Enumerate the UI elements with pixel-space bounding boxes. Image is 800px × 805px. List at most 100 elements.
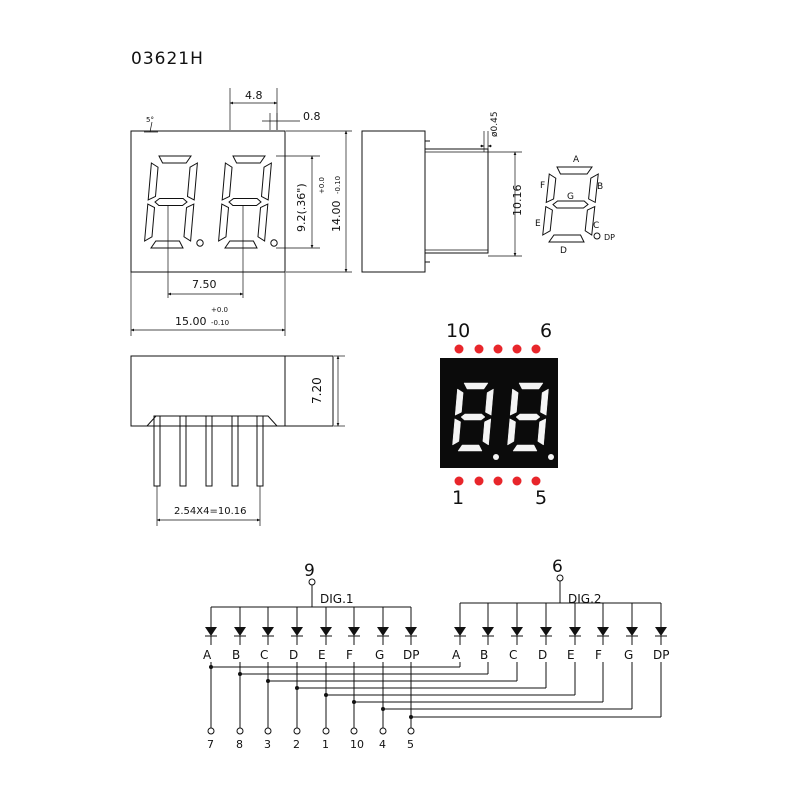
disp-d1-seg-f xyxy=(454,388,464,416)
schem-seg-label-d2: E xyxy=(567,648,575,662)
diode-d2-f xyxy=(597,627,609,636)
pin-pitch-dim: 2.54X4=10.16 xyxy=(174,506,247,517)
map-seg-d xyxy=(548,234,585,243)
diode-d2-b xyxy=(482,627,494,636)
disp-d1-seg-d xyxy=(457,444,483,452)
front-d1-seg-a xyxy=(158,155,192,164)
diode-d2-a xyxy=(454,627,466,636)
pin-dot-top xyxy=(454,344,464,354)
body-width-tol-plus: +0.0 xyxy=(211,306,228,314)
side-body-outline xyxy=(361,130,426,273)
schem-pin-number: 8 xyxy=(236,738,243,751)
display-digit-1 xyxy=(452,382,499,460)
disp-d2-seg-d xyxy=(512,444,538,452)
schem-seg-label-d1: F xyxy=(346,648,353,662)
pin-dot-top xyxy=(512,344,522,354)
pin-dot-bottom xyxy=(512,476,522,486)
pin-dot-bottom xyxy=(493,476,503,486)
schem-seg-label-d1: B xyxy=(232,648,240,662)
front-d1-seg-c xyxy=(183,203,195,242)
front-body-outline xyxy=(130,130,286,273)
front-digit-2 xyxy=(218,155,272,249)
disp-d1-seg-a xyxy=(463,382,489,390)
common-pin-1-label: 9 xyxy=(304,561,315,581)
seg-label-b: B xyxy=(597,182,603,192)
schem-seg-label-d2: C xyxy=(509,648,517,662)
schem-seg-label-d2: B xyxy=(480,648,488,662)
front-d1-seg-f xyxy=(147,162,159,201)
schem-pin-number: 3 xyxy=(264,738,271,751)
schem-seg-label-d1: C xyxy=(260,648,268,662)
seg-label-dp: DP xyxy=(604,233,615,242)
front-d2-seg-f xyxy=(221,162,233,201)
front-d2-seg-a xyxy=(232,155,266,164)
pin-dots-top xyxy=(454,344,541,354)
disp-d1-seg-g xyxy=(460,413,486,421)
diode-d1-f xyxy=(348,627,360,636)
front-d1-seg-d xyxy=(150,240,184,249)
schem-seg-label-d1: D xyxy=(289,648,298,662)
disp-d2-seg-g xyxy=(515,413,541,421)
diode-d1-d xyxy=(291,627,303,636)
schem-seg-label-d2: G xyxy=(624,648,633,662)
body-width-dim: 15.00 xyxy=(175,315,207,328)
pin-label-bottom-left: 1 xyxy=(452,487,464,509)
map-seg-f xyxy=(545,173,557,204)
front-d1-seg-e xyxy=(144,203,156,242)
schem-pin-terminal xyxy=(322,727,330,735)
front-dp-1 xyxy=(196,239,204,247)
front-d2-seg-g xyxy=(228,198,262,206)
digit-height-tol-minus: -0.10 xyxy=(334,176,342,194)
map-seg-g xyxy=(552,200,589,209)
schem-pin-number: 2 xyxy=(293,738,300,751)
pin-label-bottom-right: 5 xyxy=(535,487,547,509)
front-d1-seg-g xyxy=(154,198,188,206)
pitch-dim: 7.50 xyxy=(192,278,217,291)
schem-pin-terminal xyxy=(379,727,387,735)
segment-map-dp xyxy=(593,232,601,240)
schem-seg-label-d1: DP xyxy=(403,648,419,662)
digit-2-label: DIG.2 xyxy=(568,592,602,606)
diode-d2-c xyxy=(511,627,523,636)
front-digit-1 xyxy=(144,155,198,249)
disp-d2-seg-a xyxy=(518,382,544,390)
seg-label-e: E xyxy=(535,219,541,229)
pin-dot-top xyxy=(531,344,541,354)
schem-seg-label-d2: DP xyxy=(653,648,669,662)
schem-pin-number: 10 xyxy=(350,738,364,751)
pin-span-dim: 10.16 xyxy=(511,185,524,217)
disp-dp-2 xyxy=(548,454,554,460)
pinout-view: 10 6 1 5 xyxy=(440,320,558,509)
pin-dot-bottom xyxy=(531,476,541,486)
diode-d2-e xyxy=(569,627,581,636)
disp-d1-seg-c xyxy=(482,418,492,446)
schem-seg-label-d2: D xyxy=(538,648,547,662)
schem-pin-number: 4 xyxy=(379,738,386,751)
front-d2-seg-c xyxy=(257,203,269,242)
seg-label-g: G xyxy=(567,192,574,202)
disp-d1-seg-e xyxy=(452,418,461,446)
front-view: 5° 4.8 0.8 9.2(.36") +0.0 -0.10 14.00 7.… xyxy=(130,88,352,336)
schem-pin-number: 1 xyxy=(322,738,329,751)
schem-pin-terminal xyxy=(236,727,244,735)
side-pin-block xyxy=(424,148,489,254)
display-digit-2 xyxy=(507,382,554,460)
schem-pin-terminal xyxy=(207,727,215,735)
diode-d1-e xyxy=(320,627,332,636)
schem-seg-label-d1: G xyxy=(375,648,384,662)
schem-seg-label-d2: F xyxy=(595,648,602,662)
diode-d2-dp xyxy=(655,627,667,636)
map-seg-b xyxy=(588,173,599,204)
pin-dia-dim: ø0.45 xyxy=(490,111,500,137)
seg-label-d: D xyxy=(560,246,567,256)
diode-d1-dp xyxy=(405,627,417,636)
segment-map: A B C D E F G DP xyxy=(535,155,615,256)
schem-pin-terminal xyxy=(350,727,358,735)
side-view: ø0.45 10.16 xyxy=(361,111,524,273)
seg-label-a: A xyxy=(573,155,580,165)
schem-pin-terminal xyxy=(407,727,415,735)
seg-label-f: F xyxy=(540,181,545,191)
pin-label-top-right: 6 xyxy=(540,320,552,342)
map-seg-c xyxy=(584,205,596,236)
